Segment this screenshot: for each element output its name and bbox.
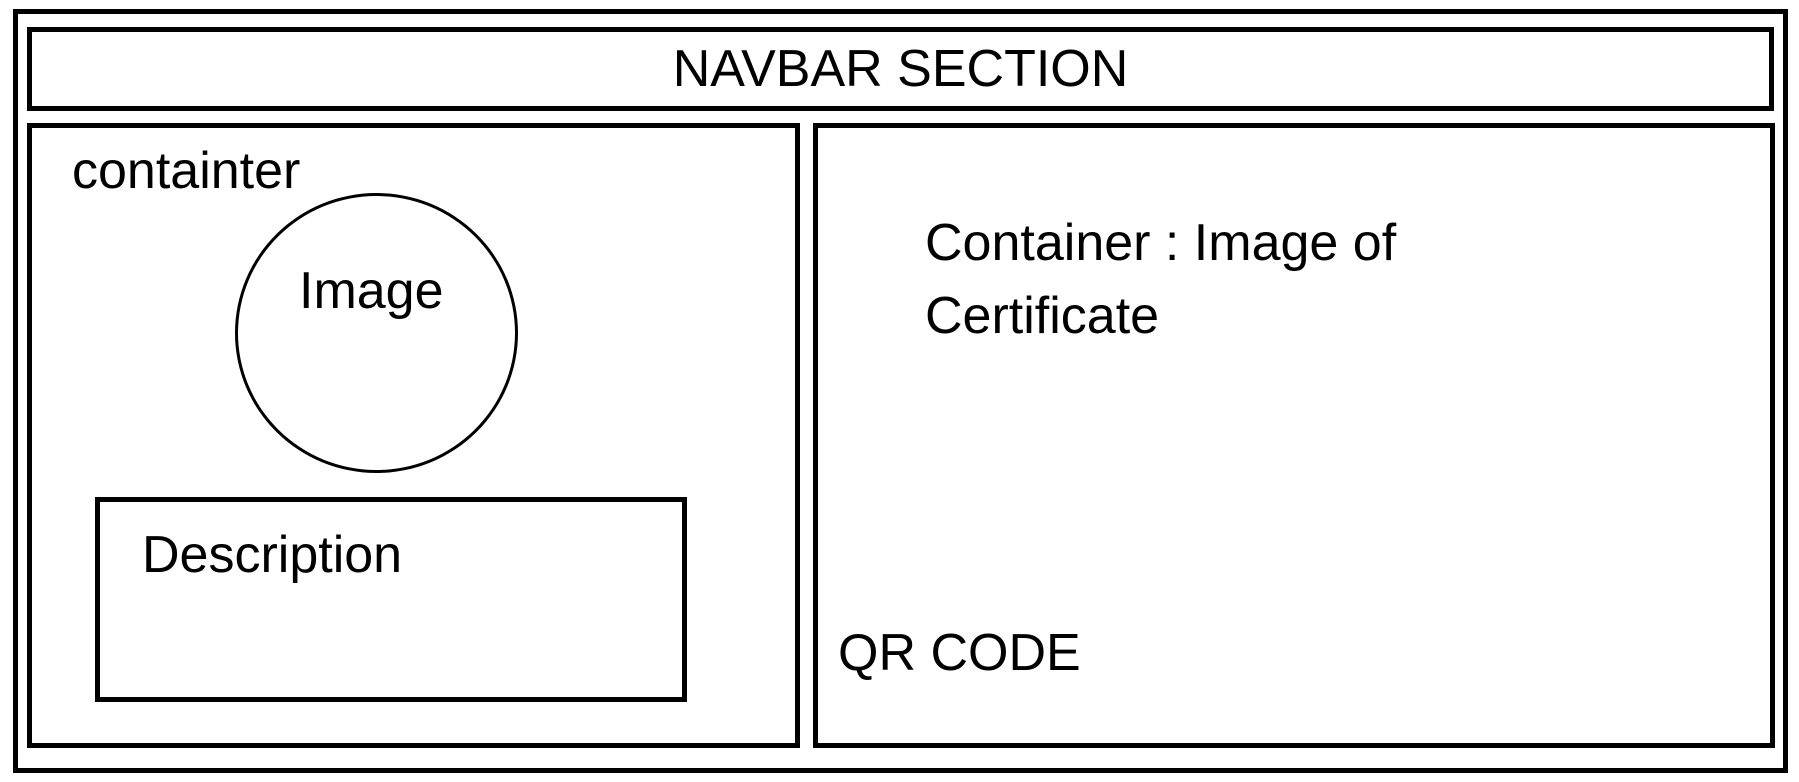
certificate-container bbox=[813, 123, 1775, 748]
navbar-label: NAVBAR SECTION bbox=[672, 39, 1129, 98]
description-label: Description bbox=[142, 526, 403, 584]
container-label: containter bbox=[72, 142, 301, 200]
page-frame bbox=[13, 9, 1788, 773]
image-placeholder-circle bbox=[235, 193, 518, 473]
certificate-label: Container : Image of Certificate bbox=[925, 214, 1397, 345]
image-label: Image bbox=[299, 262, 444, 320]
left-container bbox=[27, 123, 800, 748]
description-box bbox=[95, 497, 687, 702]
qr-code-label: QR CODE bbox=[838, 624, 1081, 682]
navbar-section: NAVBAR SECTION bbox=[27, 27, 1774, 111]
